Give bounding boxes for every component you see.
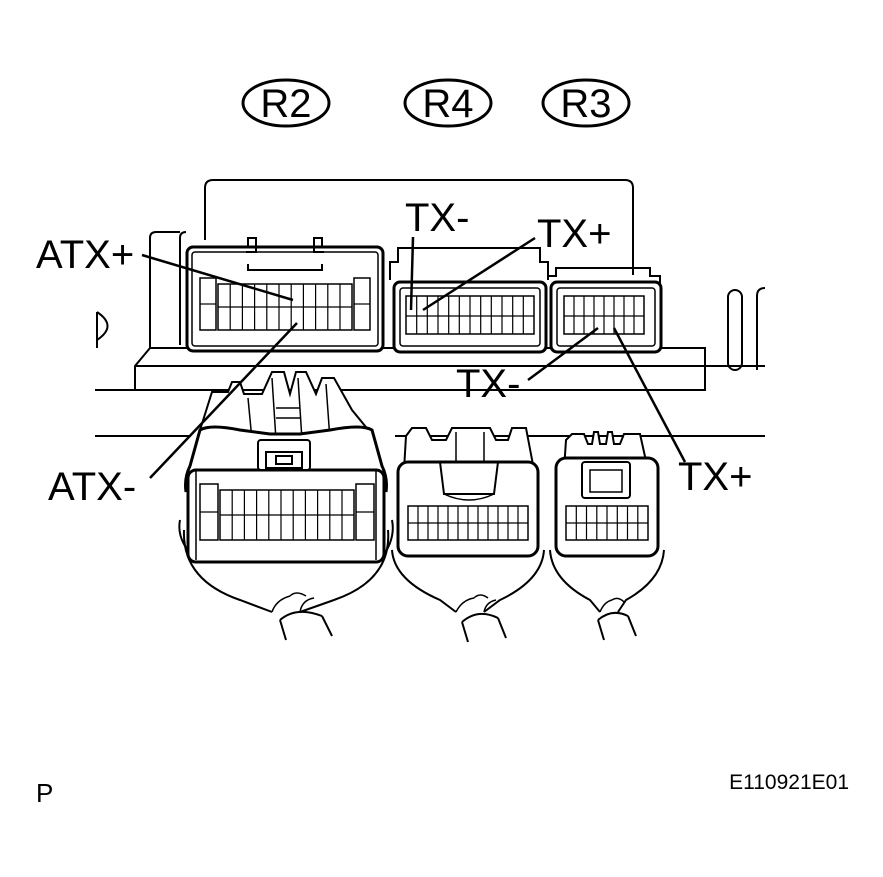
r4-tx-minus-label: TX-: [405, 196, 469, 240]
connector-tag-label: R4: [422, 82, 473, 126]
r2-socket: [185, 237, 385, 353]
atx-plus-leader: [141, 253, 294, 302]
r4-tx-plus-label: TX+: [537, 212, 611, 256]
page-code: P: [36, 778, 53, 808]
connector-tag-label: R3: [560, 82, 611, 126]
connector-tag-r3: R3: [541, 78, 631, 128]
r4-socket: [389, 247, 549, 354]
connector-tag-r4: R4: [403, 78, 493, 128]
r2-plug: [178, 371, 394, 641]
r3-tx-plus-leader: [612, 327, 687, 463]
r4-tx-plus-leader: [422, 236, 536, 312]
r4-tx-minus-leader: [409, 236, 415, 311]
r3-tx-plus-label: TX+: [678, 455, 752, 499]
r3-tx-minus-leader: [527, 326, 599, 382]
leader-lines: [141, 236, 687, 479]
r4-plug: [391, 427, 545, 643]
atx-minus-label: ATX-: [48, 465, 136, 509]
figure-id: E110921E01: [729, 771, 849, 794]
r3-socket: [548, 267, 663, 354]
connector-tag-r2: R2: [241, 78, 331, 128]
atx-plus-label: ATX+: [36, 233, 134, 277]
r3-plug: [549, 431, 665, 641]
r3-tx-minus-label: TX-: [456, 362, 520, 406]
connector-tag-label: R2: [260, 82, 311, 126]
atx-minus-leader: [149, 322, 298, 479]
